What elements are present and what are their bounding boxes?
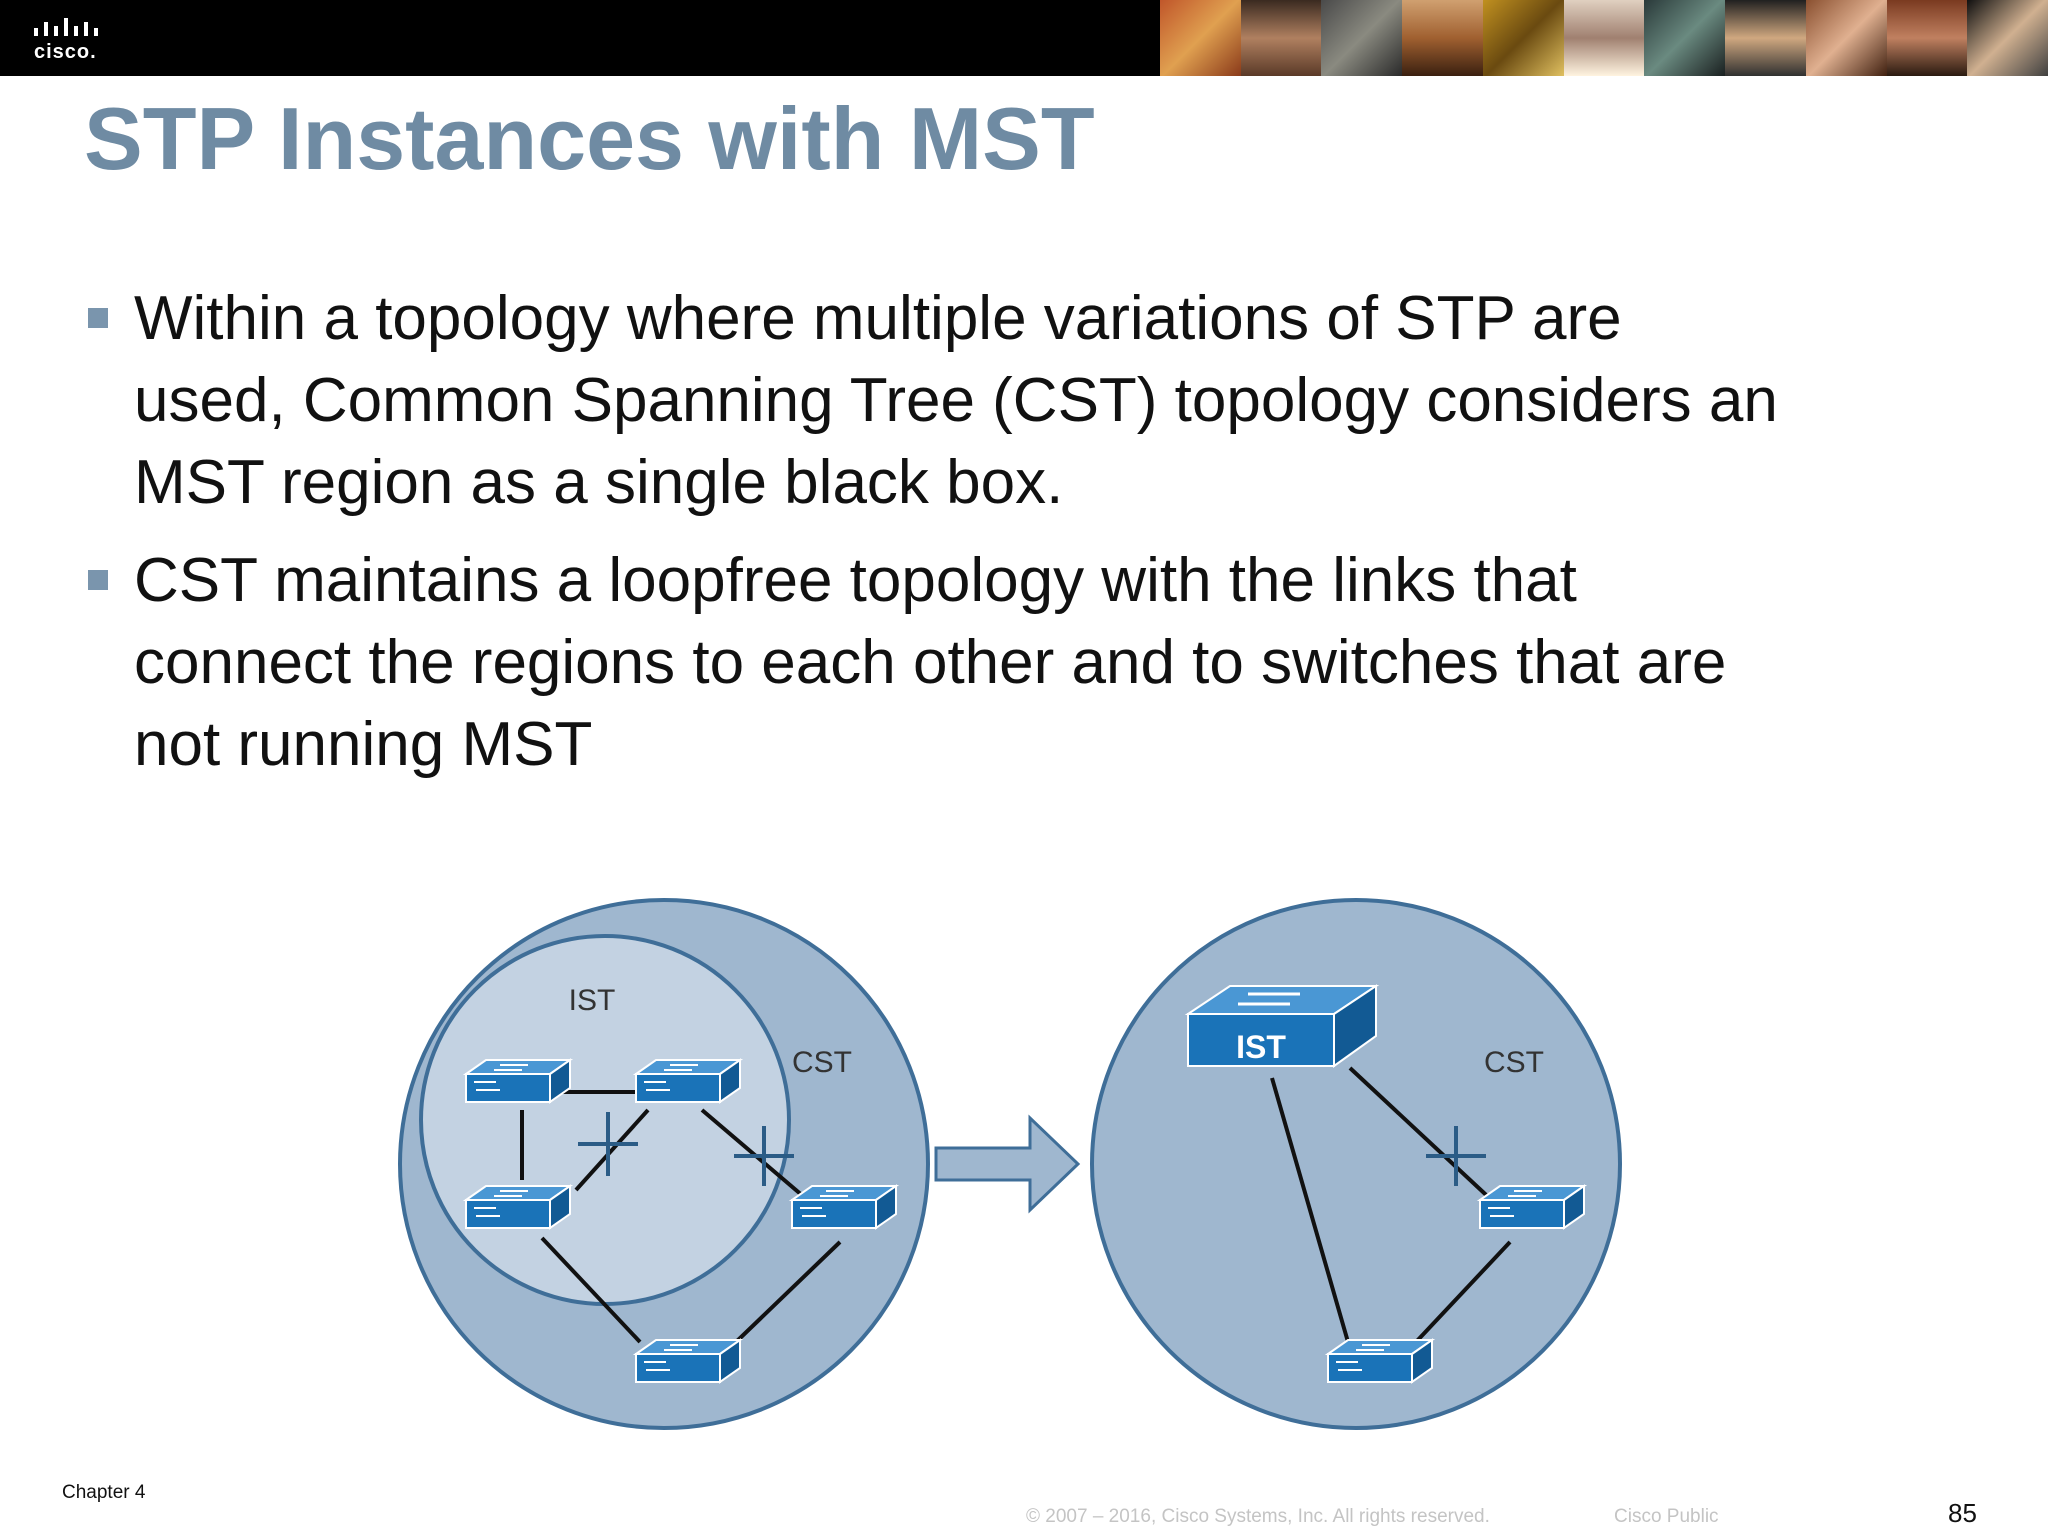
bullet-line: MST region as a single black box. [134, 448, 1064, 517]
right-ist-label: IST [1236, 1029, 1286, 1065]
bullet-item: Within a topology where multiple variati… [88, 278, 1988, 524]
chapter-label: Chapter 4 [62, 1482, 146, 1503]
page-number: 85 [1948, 1498, 1977, 1528]
bullet-line: Within a topology where multiple variati… [134, 284, 1622, 353]
slide-title: STP Instances with MST [84, 89, 1095, 188]
bullet-line: used, Common Spanning Tree (CST) topolog… [134, 366, 1778, 435]
classification-text: Cisco Public [1614, 1506, 1719, 1527]
header-bar: cisco. [0, 0, 2048, 76]
mst-diagram: IST CST IST CST [398, 898, 1622, 1430]
switch-icon [465, 1185, 571, 1229]
cisco-logo [34, 18, 98, 36]
left-cst-label: CST [792, 1046, 852, 1079]
right-cst-label: CST [1484, 1046, 1544, 1079]
bullet-item: CST maintains a loopfree topology with t… [88, 540, 1988, 786]
left-topology: IST CST [398, 898, 930, 1430]
header-photo-strip [1160, 0, 2048, 76]
switch-icon [791, 1185, 897, 1229]
bullet-line: connect the regions to each other and to… [134, 628, 1727, 697]
switch-icon [465, 1059, 571, 1103]
bullet-line: not running MST [134, 710, 593, 779]
bullet-line: CST maintains a loopfree topology with t… [134, 546, 1577, 615]
bullet-square-icon [88, 570, 108, 590]
bullet-square-icon [88, 308, 108, 328]
right-topology: IST CST [1090, 898, 1622, 1430]
transform-arrow-icon [934, 1114, 1081, 1214]
bullet-list: Within a topology where multiple variati… [88, 278, 1988, 786]
switch-icon [635, 1339, 741, 1383]
switch-icon [1479, 1185, 1585, 1229]
switch-icon [1327, 1339, 1433, 1383]
switch-icon [635, 1059, 741, 1103]
logo-text: cisco. [34, 41, 97, 63]
copyright-text: © 2007 – 2016, Cisco Systems, Inc. All r… [1026, 1506, 1490, 1527]
ist-region-switch-icon [1184, 984, 1380, 1068]
left-ist-label: IST [569, 984, 616, 1017]
